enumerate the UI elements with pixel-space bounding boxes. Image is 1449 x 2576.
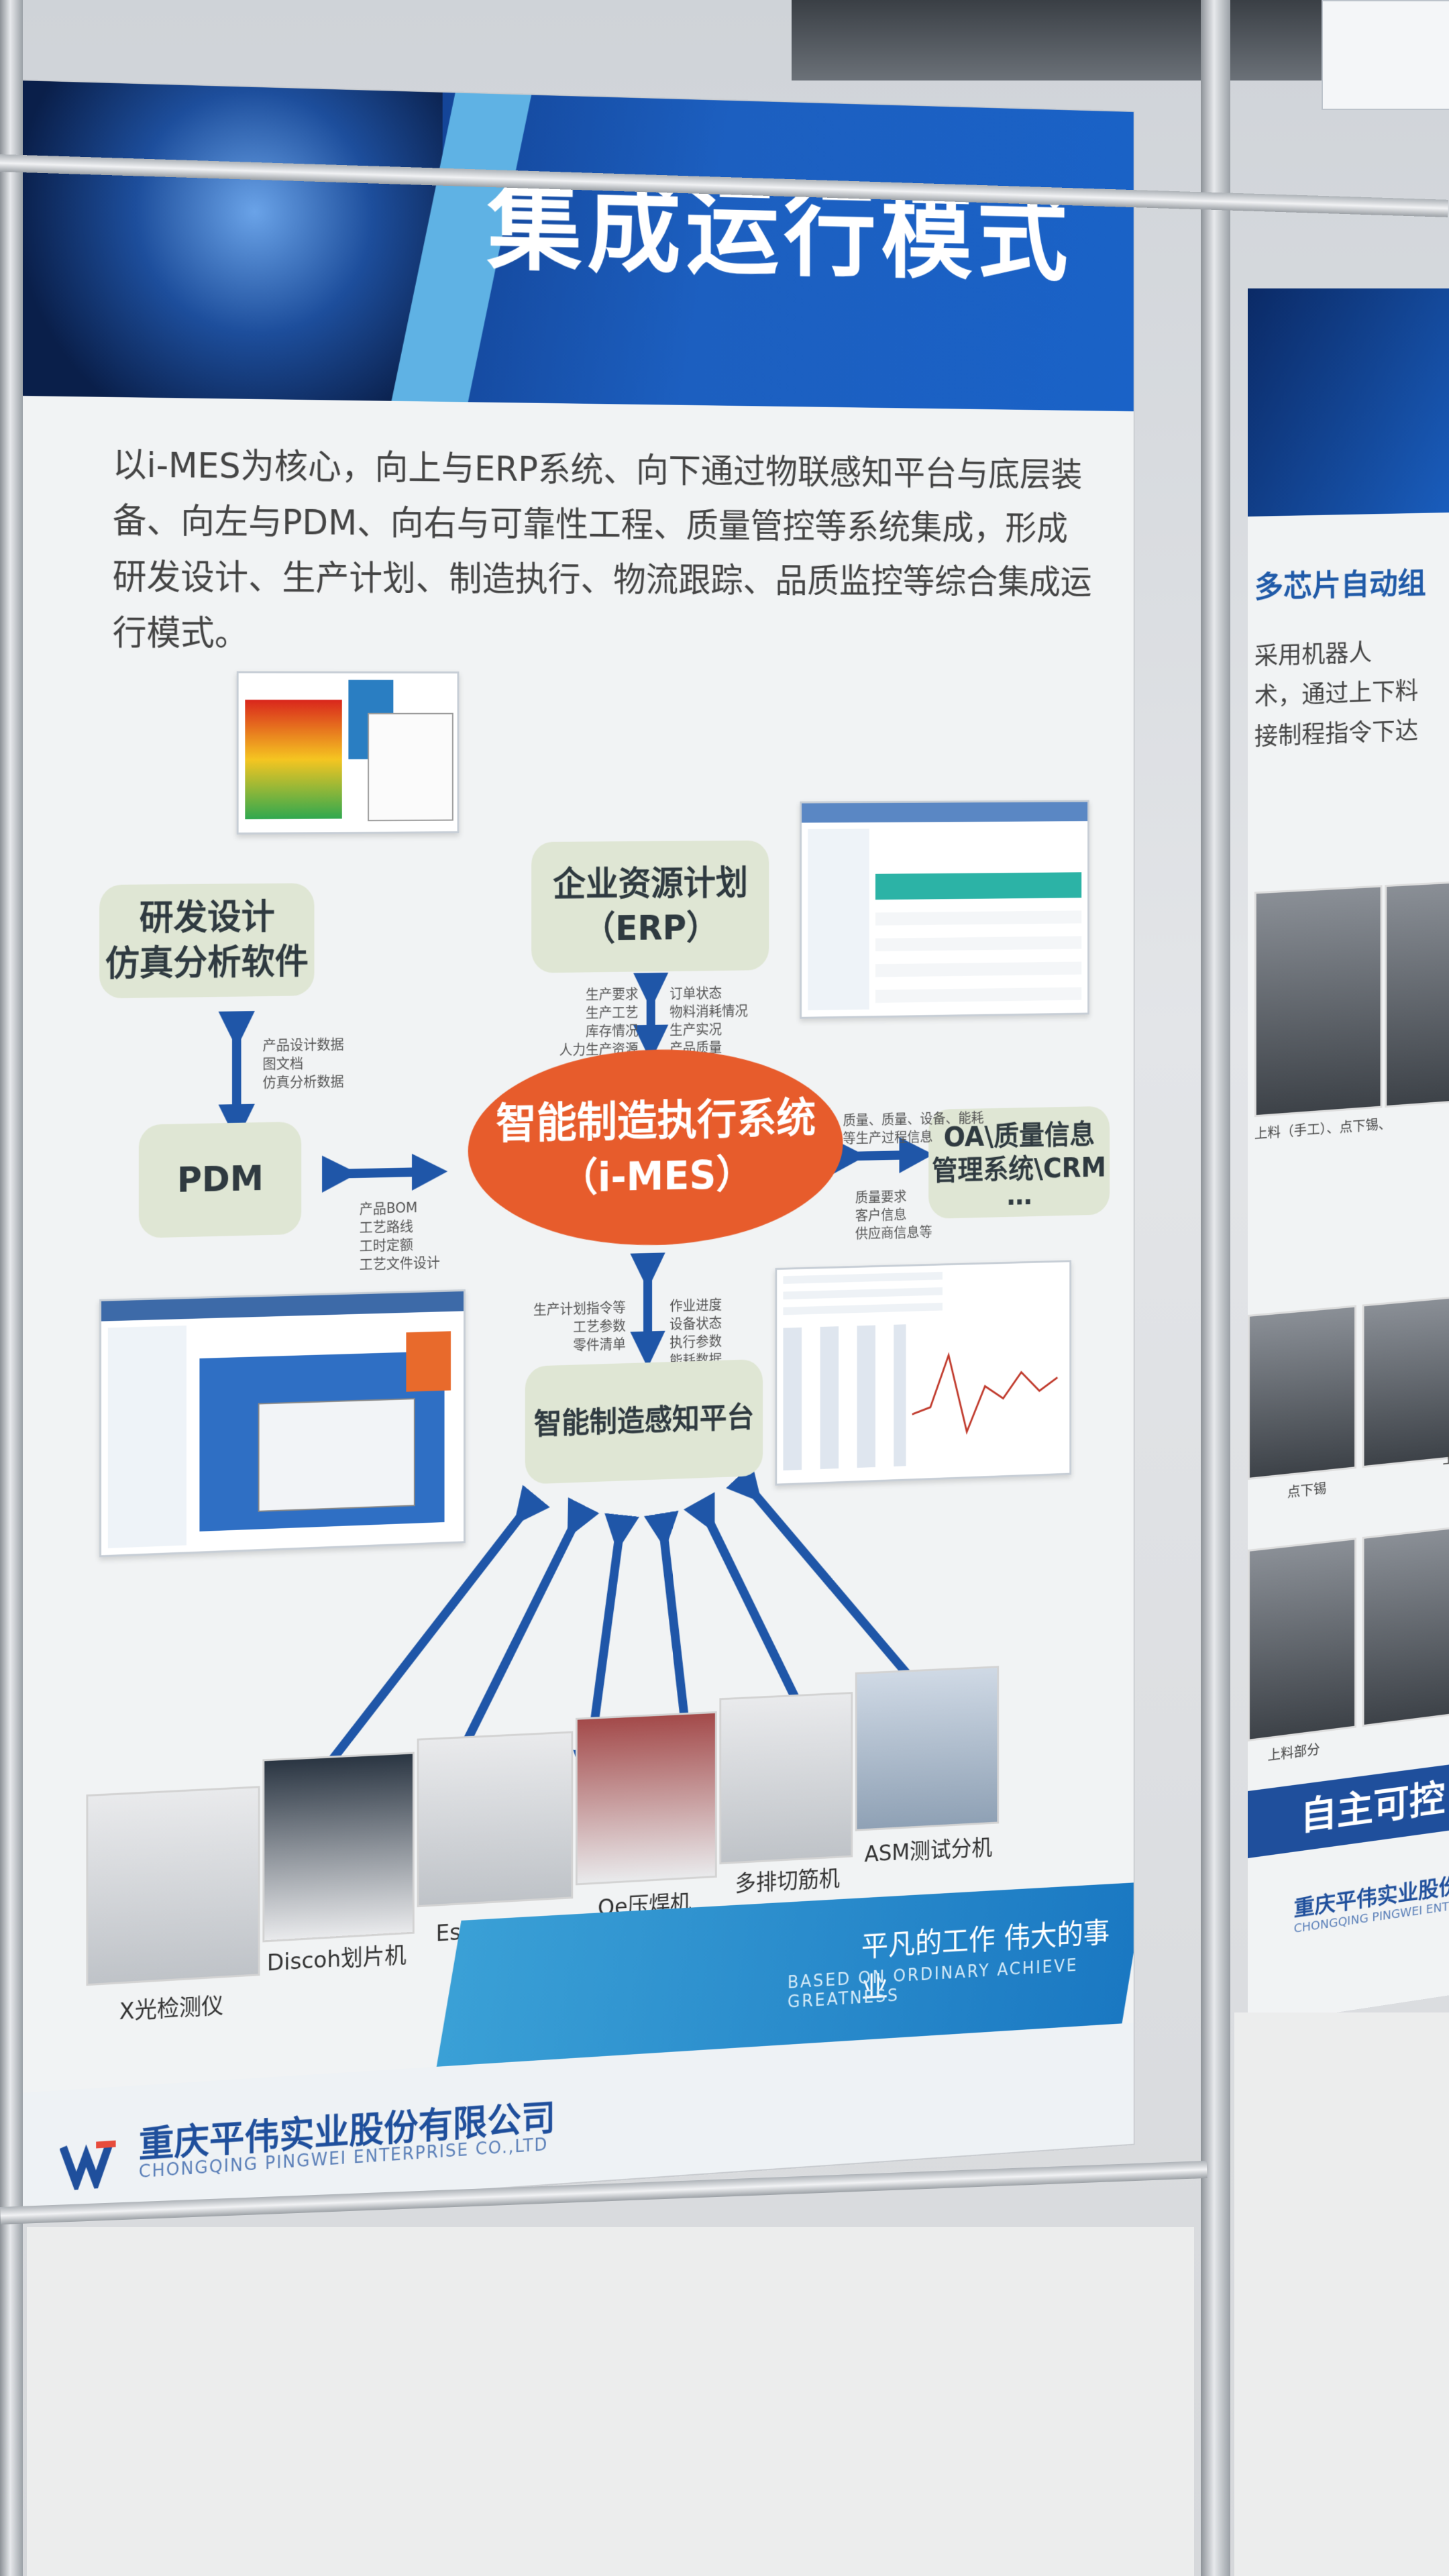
erp-right-note: 订单状态 物料消耗情况 生产实况 产品质量 [669, 985, 748, 1057]
lower-blank-panel-right [1234, 2012, 1449, 2576]
pdm-box: PDM [138, 1121, 302, 1238]
adjacent-caption-2: 点下锡 [1287, 1480, 1327, 1501]
adjacent-photo-3 [1248, 1305, 1356, 1480]
top-corner-sign [1322, 0, 1449, 110]
pdm-core-note: 产品BOM 工艺路线 工时定额 工艺文件设计 [359, 1199, 440, 1273]
arrow-core-oa [849, 1155, 916, 1156]
pdm-screenshot [99, 1289, 466, 1558]
erp-line1: 企业资源计划 [553, 863, 748, 905]
company-logo-icon [60, 2133, 119, 2191]
adjacent-caption-4: 上料部分 [1267, 1741, 1320, 1764]
iot-left-note: 生产计划指令等 工艺参数 零件清单 [533, 1299, 626, 1354]
machine-die-bonder [417, 1731, 574, 1908]
erp-left-note: 生产要求 生产工艺 库存情况 人力生产资源 [559, 985, 639, 1058]
display-post-left [0, 0, 23, 2576]
adjacent-heading: 多芯片自动组 [1254, 566, 1426, 605]
machine-asm-tester [855, 1666, 1000, 1831]
machine-dicing [262, 1752, 415, 1943]
rnd-line1: 研发设计 [139, 897, 275, 939]
rnd-pdm-note: 产品设计数据 图文档 仿真分析数据 [262, 1036, 344, 1091]
lower-blank-panel [27, 2227, 1194, 2576]
imes-line2: （i-MES） [559, 1151, 753, 1202]
adjacent-paragraph: 采用机器人 术，通过上下料 接制程指令下达 [1254, 639, 1419, 751]
adjacent-photo-4 [1362, 1295, 1449, 1468]
pdm-label: PDM [176, 1159, 264, 1201]
adjacent-caption-3: 上 [1442, 1450, 1449, 1468]
oa-line3: … [1006, 1179, 1032, 1212]
adjacent-photo-5 [1248, 1538, 1356, 1741]
display-post-middle [1201, 0, 1230, 2576]
machine-wire-bonder [575, 1711, 717, 1886]
iot-platform-box: 智能制造感知平台 [525, 1358, 763, 1485]
imes-line1: 智能制造执行系统 [496, 1094, 816, 1149]
oa-top-note: 质量、质量、设备、能耗 等生产过程信息 [843, 1110, 984, 1146]
erp-line2: （ERP） [582, 908, 719, 949]
adjacent-caption-1: 上料（手工）、点下锡、 [1254, 1116, 1391, 1142]
main-poster: 集成运行模式 以i-MES为核心，向上与ERP系统、向下通过物联感知平台与底层装… [20, 80, 1134, 2220]
rnd-software-box: 研发设计 仿真分析软件 [99, 883, 315, 999]
adjacent-photo-1 [1254, 885, 1383, 1118]
adjacent-photo-6 [1362, 1525, 1449, 1727]
iot-label: 智能制造感知平台 [533, 1401, 755, 1442]
rnd-line2: 仿真分析软件 [105, 942, 309, 985]
oa-bottom-note: 质量要求 客户信息 供应商信息等 [855, 1188, 932, 1242]
simulation-screenshot [236, 671, 460, 835]
adjacent-blue-banner: 自主可控 [1248, 1763, 1449, 1858]
machine-trim-form [719, 1692, 853, 1865]
quality-chart-screenshot [775, 1260, 1071, 1486]
adjacent-poster: 多芯片自动组 采用机器人 术，通过上下料 接制程指令下达 上料（手工）、点下锡、… [1248, 288, 1449, 2026]
erp-box: 企业资源计划 （ERP） [531, 840, 769, 973]
adjacent-banner [1248, 288, 1449, 517]
erp-screenshot [800, 800, 1089, 1019]
arrow-pdm-core [340, 1172, 430, 1174]
adjacent-photo-2 [1385, 880, 1449, 1108]
